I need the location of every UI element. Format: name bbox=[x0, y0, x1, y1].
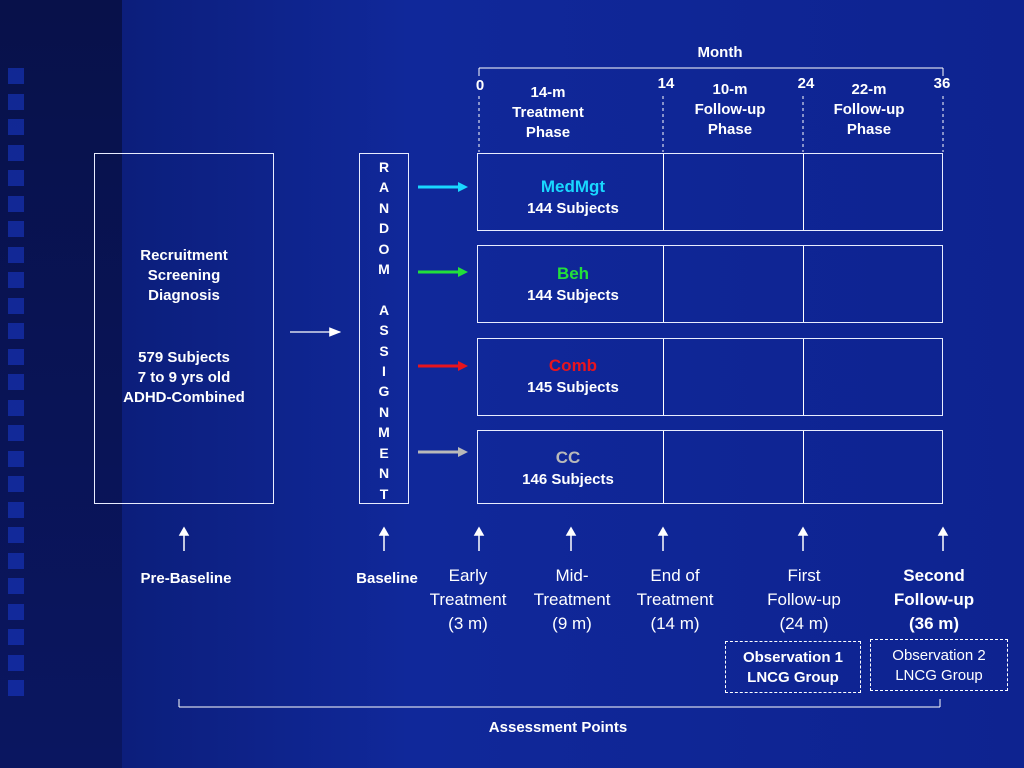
assessment-pre-baseline: Pre-Baseline bbox=[140, 570, 232, 587]
random-assignment-letter bbox=[360, 279, 408, 299]
assessment-baseline: Baseline bbox=[356, 570, 418, 587]
random-assignment-letter: M bbox=[378, 261, 390, 278]
random-assignment-letter: A bbox=[378, 301, 390, 318]
random-assignment-letter: E bbox=[379, 444, 389, 461]
decorative-squares bbox=[8, 68, 38, 706]
assessment-points-label: Assessment Points bbox=[488, 719, 628, 736]
random-assignment-letter: I bbox=[382, 363, 386, 380]
group-subjects-medmgt: 144 Subjects bbox=[527, 200, 619, 217]
random-assignment-letter: D bbox=[378, 220, 390, 237]
group-subjects-cc: 146 Subjects bbox=[522, 471, 614, 488]
random-assignment-letter: A bbox=[378, 179, 390, 196]
random-assignment-letter: O bbox=[378, 240, 390, 257]
random-assignment-letter: M bbox=[378, 424, 390, 441]
tick-14: 14 bbox=[657, 75, 675, 92]
group-name-medmgt: MedMgt bbox=[540, 177, 606, 196]
random-assignment-letter: S bbox=[379, 322, 389, 339]
random-assignment-letter: R bbox=[378, 159, 390, 175]
random-assignment-letter: N bbox=[378, 465, 390, 482]
random-assignment-letter: N bbox=[378, 403, 390, 420]
random-assignment-letter: G bbox=[378, 383, 390, 400]
group-name-beh: Beh bbox=[556, 264, 590, 283]
random-assignment-letter: S bbox=[379, 342, 389, 359]
sidebar-decoration bbox=[0, 0, 122, 768]
random-assignment-letter: N bbox=[378, 199, 390, 216]
group-subjects-comb: 145 Subjects bbox=[527, 379, 619, 396]
tick-36: 36 bbox=[933, 75, 951, 92]
group-name-cc: CC bbox=[555, 448, 581, 467]
group-box-medmgt: MedMgt 144 Subjects bbox=[477, 153, 943, 231]
random-assignment-letter: T bbox=[379, 485, 389, 502]
group-box-cc: CC 146 Subjects bbox=[477, 430, 943, 504]
tick-24: 24 bbox=[797, 75, 815, 92]
tick-0: 0 bbox=[475, 77, 485, 94]
group-box-comb: Comb 145 Subjects bbox=[477, 338, 943, 416]
month-title: Month bbox=[697, 44, 743, 61]
group-box-beh: Beh 144 Subjects bbox=[477, 245, 943, 323]
assessment-mid: Mid-Treatment(9 m) bbox=[533, 566, 611, 633]
group-subjects-beh: 144 Subjects bbox=[527, 287, 619, 304]
group-name-comb: Comb bbox=[548, 356, 598, 375]
